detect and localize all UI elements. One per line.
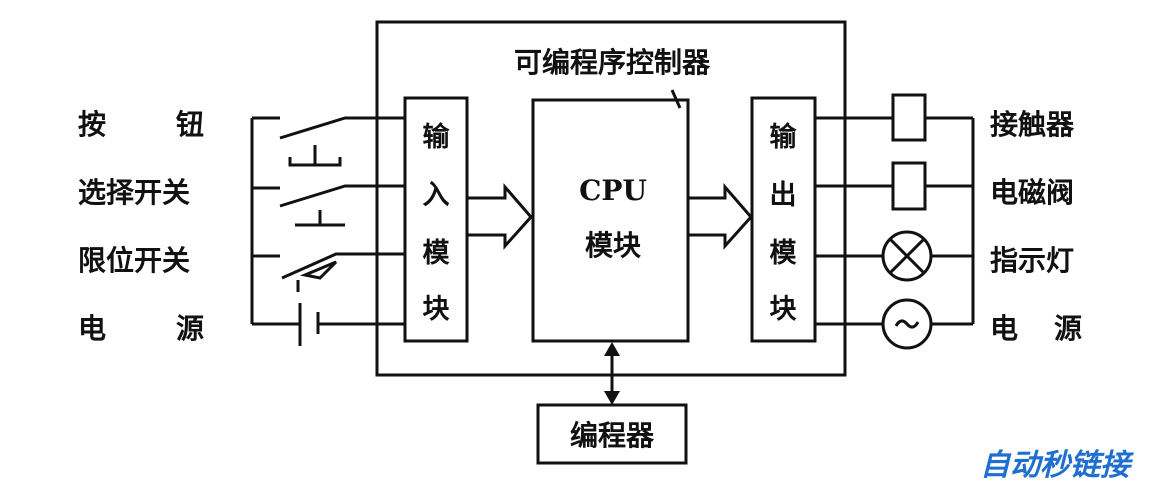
button-contact	[279, 116, 405, 140]
output-module-char-2: 出	[770, 180, 797, 211]
input-module-char-1: 输	[423, 121, 451, 153]
solenoid-coil	[891, 161, 927, 211]
controller-title: 可编程序控制器	[514, 46, 711, 79]
programmer-arrow-up	[604, 342, 620, 356]
watermark: 自动秒链接	[980, 448, 1134, 483]
output-module-char-1: 输	[770, 121, 798, 153]
programmer-arrow-down	[604, 391, 620, 405]
cpu-mark	[670, 89, 682, 109]
output-module-char-3: 模	[770, 238, 797, 269]
right-label-solenoid: 电磁阀	[990, 176, 1074, 209]
cpu-module	[531, 98, 690, 343]
right-label-lamp: 指示灯	[990, 244, 1074, 277]
cpu-label: CPU	[579, 174, 647, 207]
cpu-module-label: 模块	[585, 229, 641, 262]
input-module-char-2: 入	[423, 180, 450, 211]
right-label-contactor: 接触器	[990, 108, 1075, 141]
left-label-selector: 选择开关	[78, 176, 190, 209]
output-module-char-4: 块	[770, 294, 798, 325]
right-label-power-b: 源	[1054, 312, 1082, 345]
button-actuator	[288, 145, 342, 167]
limit-contact	[281, 252, 405, 280]
selector-contact	[279, 184, 405, 208]
programmer-box	[536, 403, 688, 465]
left-label-limit: 限位开关	[78, 244, 190, 277]
limit-roller	[299, 260, 338, 280]
input-module-char-3: 模	[423, 238, 450, 269]
contactor-coil	[891, 93, 927, 142]
input-to-cpu-arrow	[467, 182, 533, 250]
lamp-cross	[888, 237, 926, 275]
programmer-label: 编程器	[570, 419, 655, 452]
right-label-power-a: 电	[990, 312, 1018, 345]
selector-actuator	[295, 210, 345, 227]
input-module-char-4: 块	[423, 294, 451, 325]
output-module	[750, 96, 817, 343]
input-module	[403, 96, 469, 343]
left-label-button-a: 按	[78, 108, 106, 141]
left-label-power-b: 源	[176, 312, 204, 345]
left-label-button-b: 钮	[176, 108, 204, 141]
left-label-power-a: 电	[78, 312, 106, 345]
ac-wave-icon	[894, 319, 920, 329]
cpu-to-output-arrow	[688, 182, 753, 250]
